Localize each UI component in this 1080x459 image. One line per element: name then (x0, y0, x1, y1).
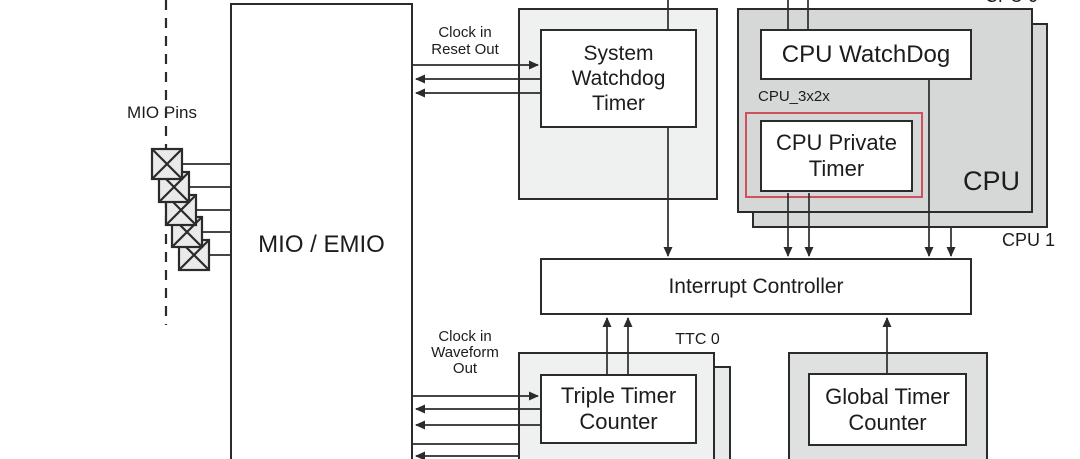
mio-pin-icon (177, 238, 211, 272)
cpu-watchdog-box: CPU WatchDog (760, 29, 972, 80)
mio-pin-icon (150, 147, 184, 181)
mio-pin-group (150, 147, 211, 272)
clock-in-waveform-out-label: Clock in Waveform Out (431, 328, 499, 377)
ttc0-label: TTC 0 (675, 331, 720, 348)
mio-pin-icon (157, 170, 191, 204)
mio-pins-label: MIO Pins (127, 103, 197, 122)
cpu1-label: CPU 1 (1002, 230, 1056, 250)
interrupt-controller-box: Interrupt Controller (540, 258, 972, 315)
global-timer-counter-box: Global Timer Counter (808, 373, 967, 446)
global-timer-counter-label: Global Timer Counter (825, 383, 950, 435)
system-watchdog-timer-label: System Watchdog Timer (571, 42, 666, 115)
cpu-watchdog-label: CPU WatchDog (781, 40, 951, 68)
cpu-private-timer-box: CPU Private Timer (760, 120, 913, 192)
interrupt-controller-label: Interrupt Controller (668, 274, 844, 298)
mio-emio-label: MIO / EMIO (258, 231, 385, 258)
cpu0-label: CPU 0 (985, 0, 1038, 6)
system-watchdog-timer-box: System Watchdog Timer (540, 29, 697, 128)
mio-pin-icon (170, 215, 204, 249)
triple-timer-counter-box: Triple Timer Counter (540, 374, 697, 444)
clock-in-reset-out-label: Clock in Reset Out (431, 24, 499, 58)
cpu-3x2x-label: CPU_3x2x (758, 88, 830, 105)
mio-pin-icon (164, 193, 198, 227)
cpu-private-timer-highlight (745, 112, 923, 198)
mio-emio-block: MIO / EMIO (230, 3, 413, 459)
cpu-label: CPU (963, 166, 1021, 196)
triple-timer-counter-label: Triple Timer Counter (560, 383, 677, 434)
cpu-private-timer-label: CPU Private Timer (775, 130, 898, 181)
